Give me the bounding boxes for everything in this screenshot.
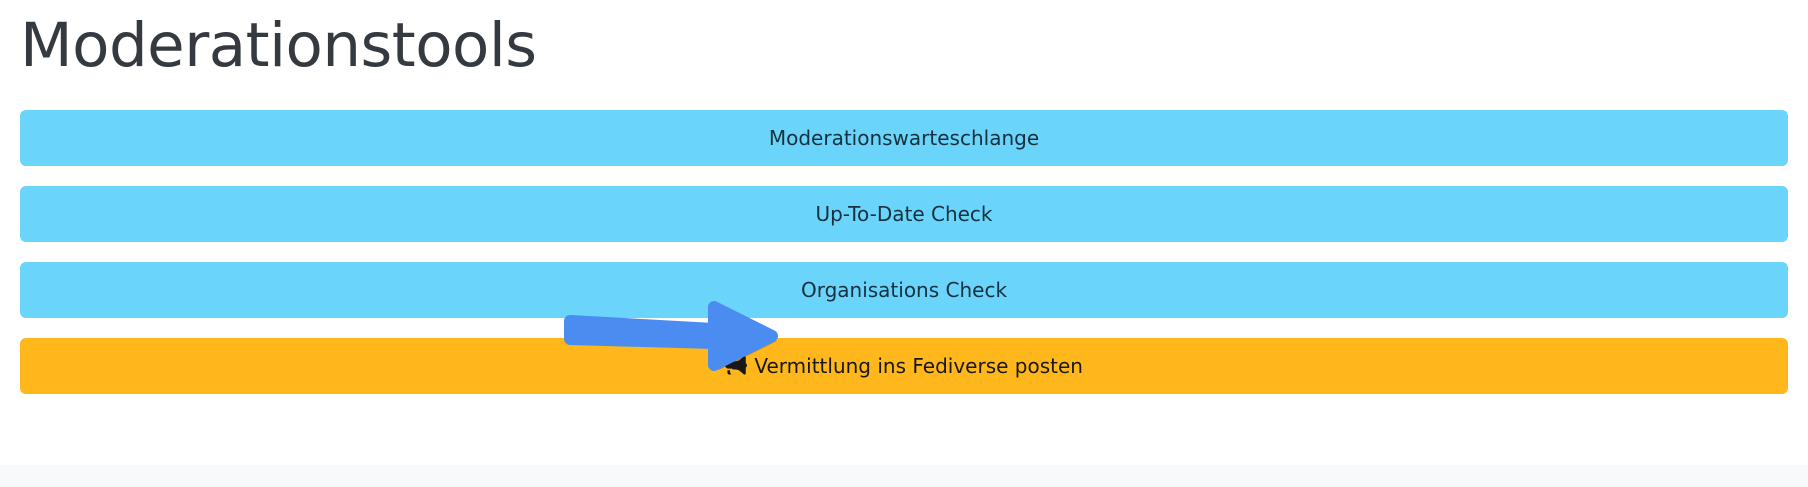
- moderation-tools-button-list: Moderationswarteschlange Up-To-Date Chec…: [20, 110, 1788, 414]
- moderation-queue-button[interactable]: Moderationswarteschlange: [20, 110, 1788, 166]
- up-to-date-check-button-label: Up-To-Date Check: [815, 202, 993, 226]
- organisations-check-button[interactable]: Organisations Check: [20, 262, 1788, 318]
- bullhorn-icon: [725, 356, 748, 376]
- page-title: Moderationstools: [20, 10, 537, 81]
- up-to-date-check-button[interactable]: Up-To-Date Check: [20, 186, 1788, 242]
- moderation-queue-button-label: Moderationswarteschlange: [768, 126, 1040, 150]
- post-to-fediverse-button-label: Vermittlung ins Fediverse posten: [754, 354, 1083, 378]
- post-to-fediverse-button[interactable]: Vermittlung ins Fediverse posten: [20, 338, 1788, 394]
- organisations-check-button-label: Organisations Check: [800, 278, 1008, 302]
- footer-strip: [0, 465, 1808, 487]
